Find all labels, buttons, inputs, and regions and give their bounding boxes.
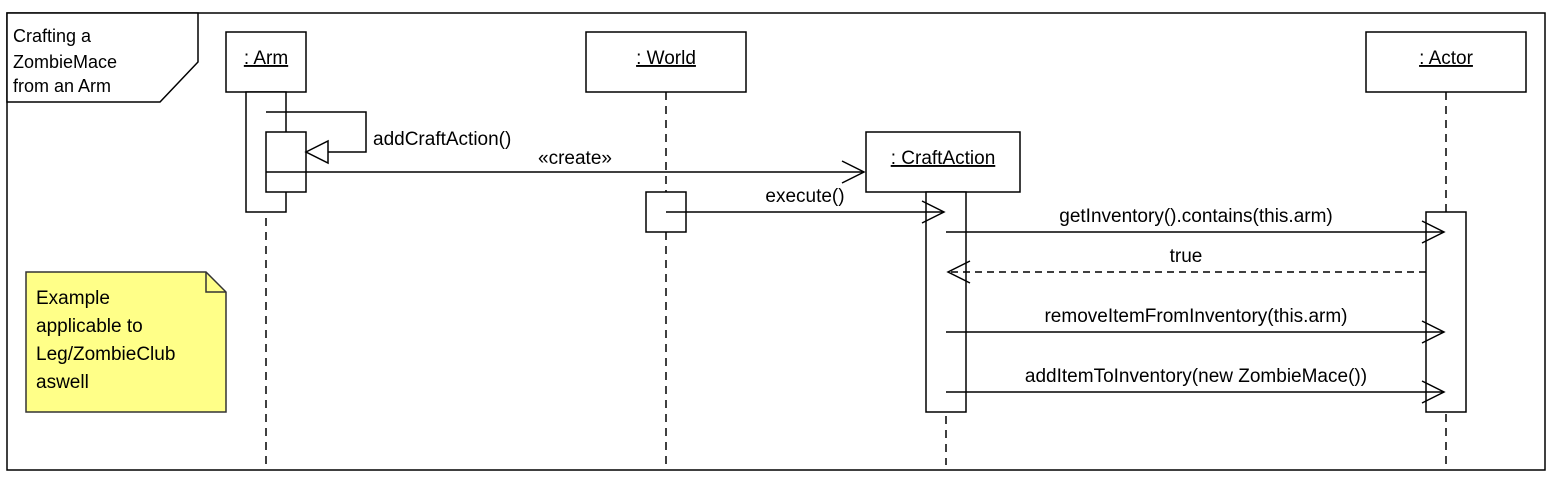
note-fold-corner <box>205 272 226 293</box>
message-remove-item-arrowhead <box>1421 320 1446 344</box>
message-get-inventory-arrowhead <box>1421 220 1446 244</box>
frame-title-line-3: from an Arm <box>13 76 111 96</box>
message-add-craft-action-arrowhead <box>304 139 329 165</box>
activation-arm-nested <box>265 131 307 193</box>
message-create-arrowhead <box>841 160 866 184</box>
note-line-2: applicable to <box>36 316 143 337</box>
frame-title-line-2: ZombieMace <box>13 52 117 72</box>
lifeline-header-arm <box>225 31 307 93</box>
note-line-1: Example <box>36 288 110 309</box>
note-line-3: Leg/ZombieClub <box>36 344 175 365</box>
lifeline-header-craft-action <box>865 131 1021 193</box>
message-add-item-arrowhead <box>1421 380 1446 404</box>
lifeline-label-craft-action: : CraftAction <box>891 148 996 169</box>
activation-craft-action <box>925 191 967 413</box>
message-create-label: «create» <box>538 148 612 169</box>
message-add-craft-action-line <box>266 111 367 153</box>
message-execute-arrowhead <box>921 200 946 224</box>
lifeline-label-actor: : Actor <box>1419 48 1474 69</box>
message-return-true-arrowhead <box>946 260 971 284</box>
lifeline-label-world: : World <box>636 48 696 69</box>
activation-actor <box>1425 211 1467 413</box>
message-return-true-label: true <box>1170 246 1203 267</box>
message-get-inventory-label: getInventory().contains(this.arm) <box>1059 206 1333 227</box>
lifeline-header-actor <box>1365 31 1527 93</box>
frame-title-line-1: Crafting a <box>13 26 92 46</box>
lifeline-header-world <box>585 31 747 93</box>
lifeline-label-arm: : Arm <box>244 48 288 69</box>
frame-title-box <box>6 12 199 103</box>
note-line-4: aswell <box>36 372 89 393</box>
message-execute-label: execute() <box>765 186 844 207</box>
message-add-craft-action-label: addCraftAction() <box>373 129 511 150</box>
note <box>25 271 227 413</box>
message-remove-item-label: removeItemFromInventory(this.arm) <box>1044 306 1347 327</box>
message-add-item-label: addItemToInventory(new ZombieMace()) <box>1025 366 1367 387</box>
